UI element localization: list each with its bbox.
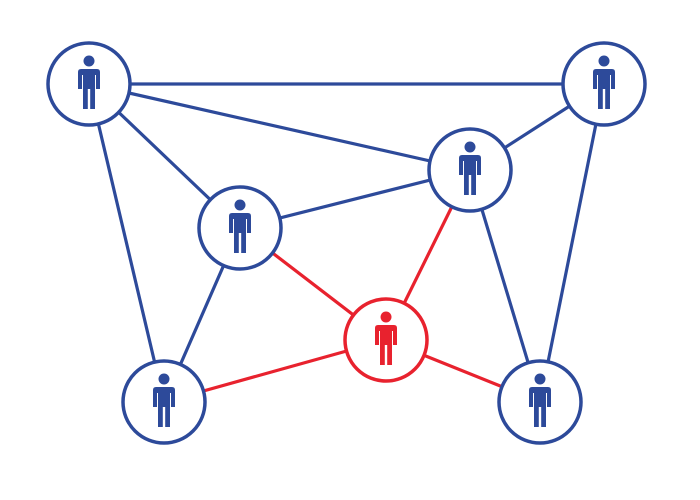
edge-top-left-to-bottom-left (87, 82, 166, 404)
person-icon (153, 373, 175, 427)
person-middle-left (197, 185, 283, 271)
person-center (343, 297, 429, 383)
person-bottom-right (497, 359, 583, 445)
person-icon (529, 373, 551, 427)
person-icon (593, 55, 615, 109)
person-top-right (561, 41, 647, 127)
edge-top-left-to-upper-middle-right (87, 82, 472, 172)
person-upper-middle-right (427, 127, 513, 213)
person-top-left (46, 41, 132, 127)
person-icon (459, 141, 481, 195)
person-icon (229, 199, 251, 253)
edge-top-right-to-bottom-right (538, 82, 606, 404)
person-bottom-left (121, 359, 207, 445)
nodes-layer (46, 41, 647, 445)
person-icon (375, 311, 397, 365)
person-icon (78, 55, 100, 109)
